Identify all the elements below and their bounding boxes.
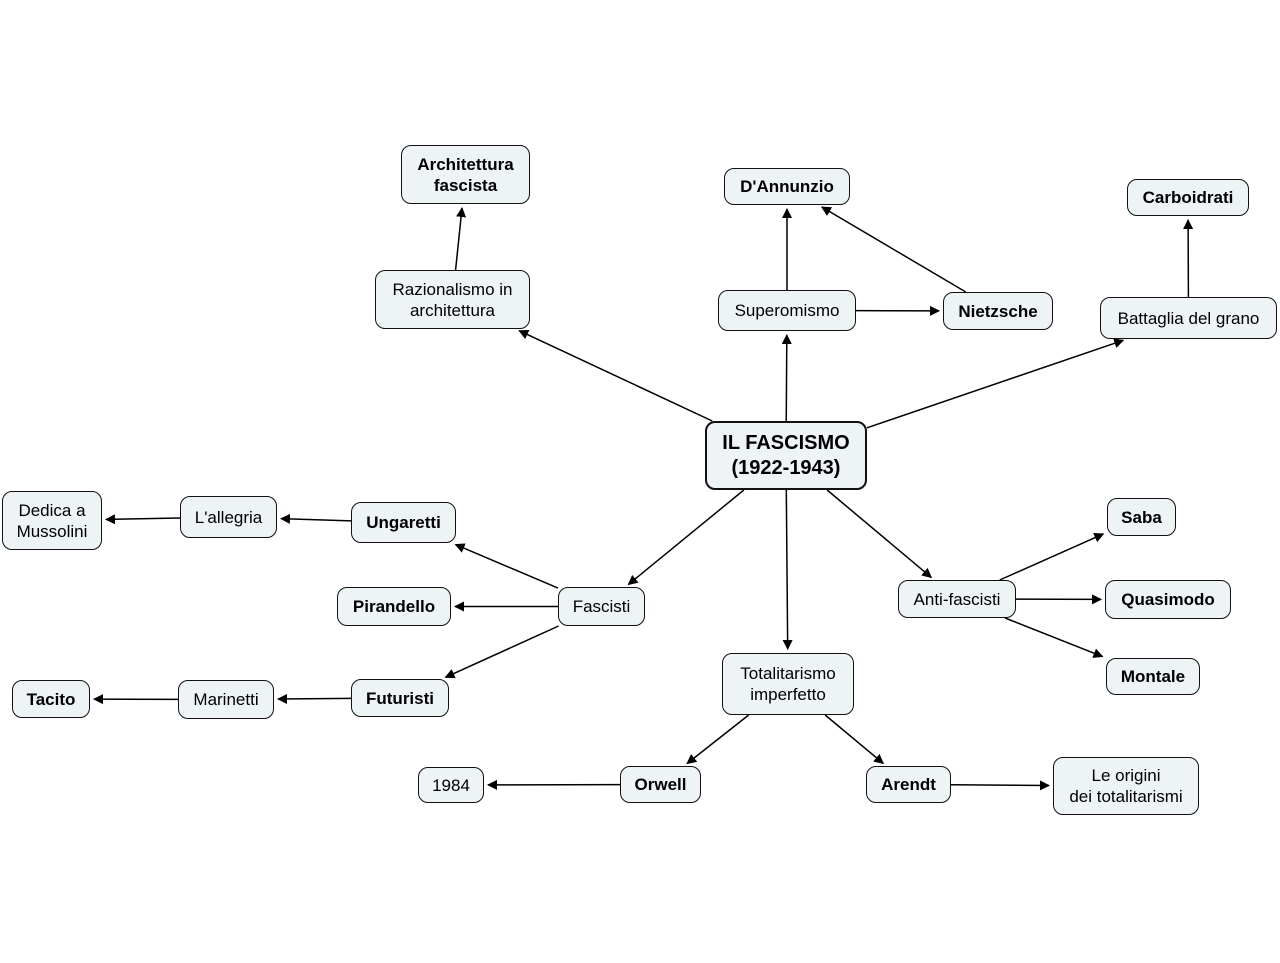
connector-totalitarismo-to-arendt bbox=[824, 714, 885, 765]
node-dedica-a-mussolini: Dedica a Mussolini bbox=[2, 491, 102, 550]
node-pirandello: Pirandello bbox=[337, 587, 451, 626]
node-le-origini-dei-totalitarismi: Le origini dei totalitarismi bbox=[1053, 757, 1199, 815]
node-battaglia-del-grano: Battaglia del grano bbox=[1100, 297, 1277, 339]
connector-futuristi-to-marinetti bbox=[276, 693, 352, 704]
node-totalitarismo-imperfetto: Totalitarismo imperfetto bbox=[722, 653, 854, 715]
node-razionalismo: Razionalismo in architettura bbox=[375, 270, 530, 329]
node-dannunzio: D'Annunzio bbox=[724, 168, 850, 205]
node-marinetti: Marinetti bbox=[178, 680, 274, 719]
node-arendt: Arendt bbox=[866, 766, 951, 803]
connector-arendt-to-origini bbox=[950, 780, 1051, 791]
node-saba: Saba bbox=[1107, 498, 1176, 536]
node-1984: 1984 bbox=[418, 767, 484, 803]
connector-ungaretti-to-allegria bbox=[279, 513, 352, 524]
connector-totalitarismo-to-orwell bbox=[686, 714, 750, 765]
connector-fascisti-to-ungaretti bbox=[454, 543, 559, 589]
node-anti-fascisti: Anti-fascisti bbox=[898, 580, 1016, 618]
node-carboidrati: Carboidrati bbox=[1127, 179, 1249, 216]
connector-antifascisti-to-saba bbox=[999, 533, 1105, 581]
node-futuristi: Futuristi bbox=[351, 679, 449, 717]
node-superomismo: Superomismo bbox=[718, 290, 856, 331]
connector-antifascisti-to-montale bbox=[1004, 617, 1104, 658]
connector-center-to-fascisti bbox=[627, 489, 745, 586]
connector-allegria-to-dedica bbox=[104, 514, 181, 525]
node-quasimodo: Quasimodo bbox=[1105, 580, 1231, 619]
connector-center-to-antifascisti bbox=[826, 489, 933, 579]
connector-center-to-battaglia bbox=[866, 338, 1125, 429]
node-center: IL FASCISMO (1922-1943) bbox=[705, 421, 867, 490]
node-architettura-fascista: Architettura fascista bbox=[401, 145, 530, 204]
node-orwell: Orwell bbox=[620, 766, 701, 803]
node-lallegria: L'allegria bbox=[180, 496, 277, 538]
connector-center-to-razionalismo bbox=[518, 329, 713, 422]
connector-nietzsche-to-dannunzio bbox=[820, 206, 967, 293]
node-ungaretti: Ungaretti bbox=[351, 502, 456, 543]
node-tacito: Tacito bbox=[12, 680, 90, 718]
connector-razionalismo-to-architettura_fascista bbox=[454, 206, 467, 271]
node-nietzsche: Nietzsche bbox=[943, 292, 1053, 330]
node-fascisti: Fascisti bbox=[558, 587, 645, 626]
connector-fascisti-to-futuristi bbox=[444, 625, 559, 679]
connector-center-to-totalitarismo bbox=[782, 489, 793, 651]
node-montale: Montale bbox=[1106, 658, 1200, 695]
connector-center-to-superomismo bbox=[781, 333, 792, 422]
